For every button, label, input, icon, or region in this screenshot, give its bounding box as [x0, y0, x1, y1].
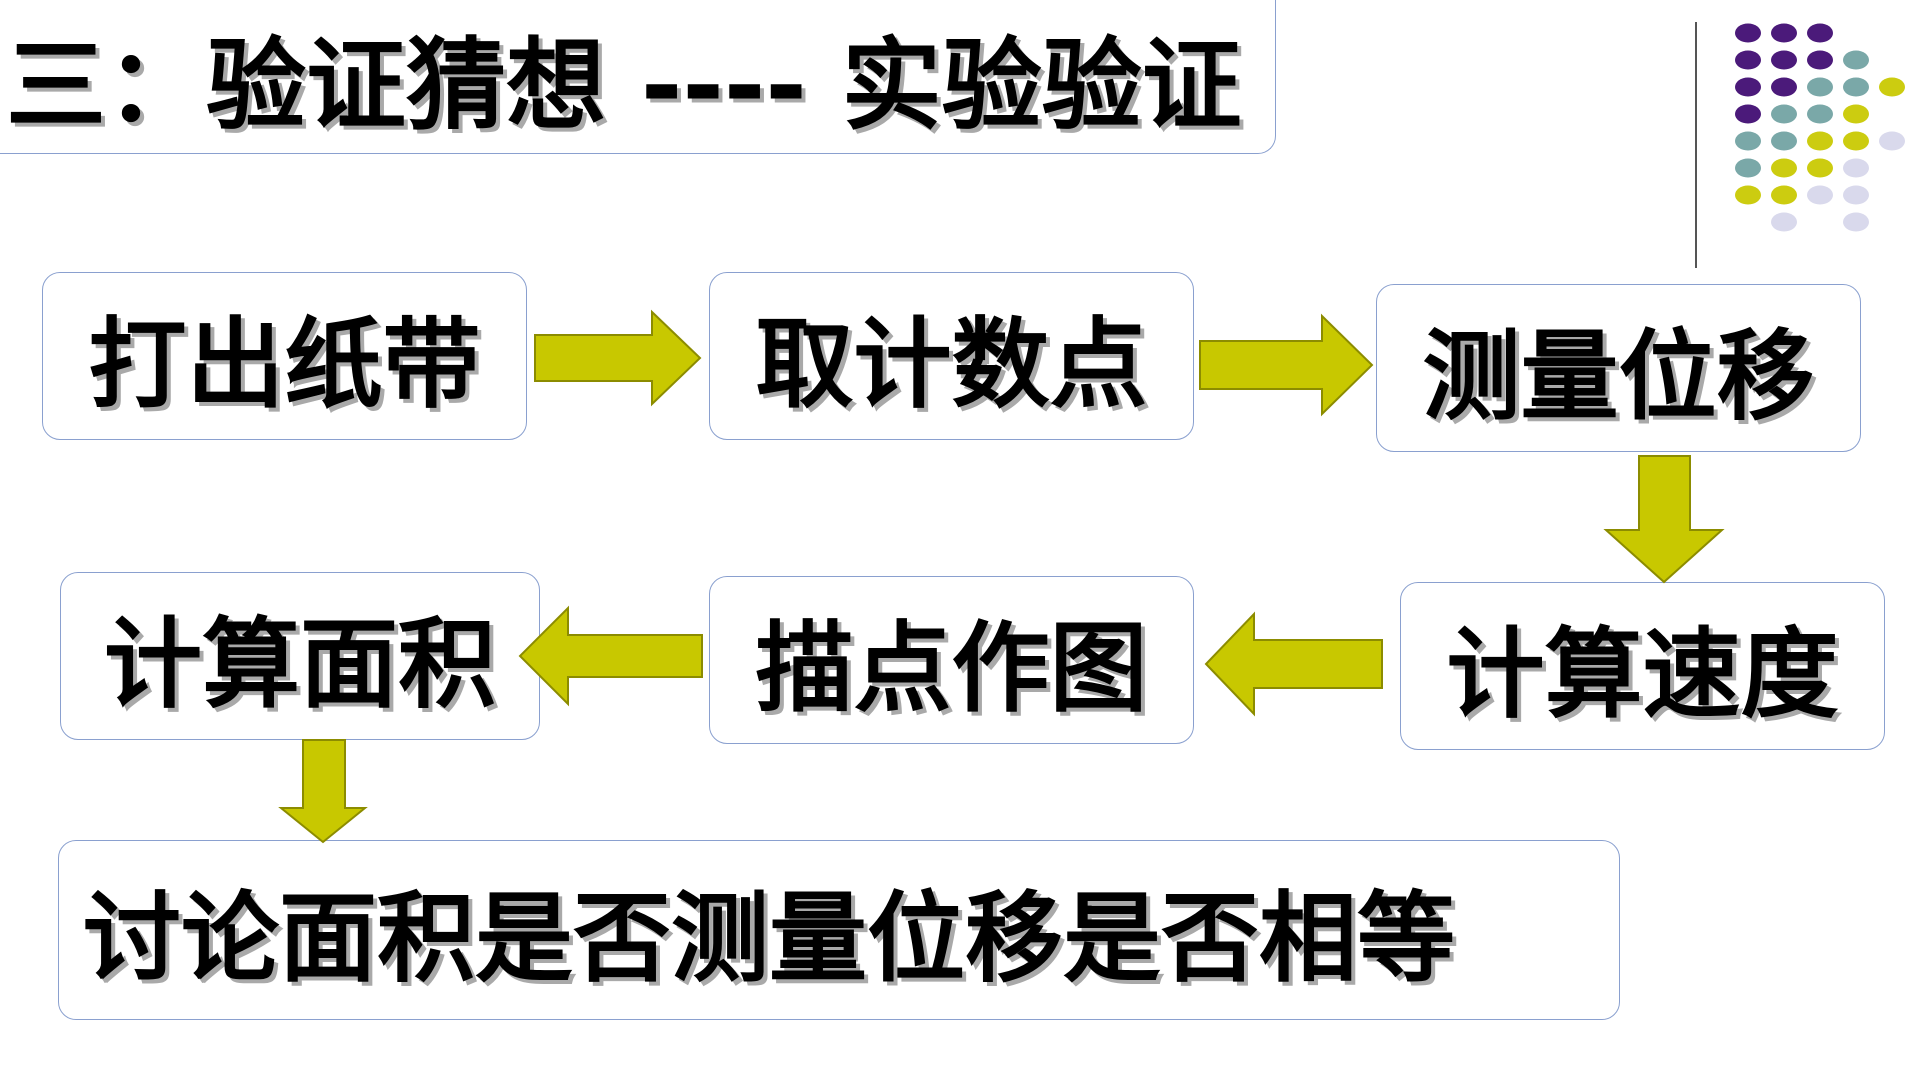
arrow-down-1-icon — [1603, 455, 1725, 584]
decorative-dot — [1879, 131, 1905, 151]
decorative-dot — [1735, 23, 1761, 43]
decorative-dot — [1843, 185, 1869, 205]
step-print-tape: 打出纸带 — [42, 272, 527, 440]
decorative-dot — [1843, 212, 1869, 232]
decorative-dot — [1735, 158, 1761, 178]
arrow-right-2-icon — [1199, 313, 1374, 417]
arrow-right-1-icon — [534, 309, 702, 407]
decorative-dot — [1843, 104, 1869, 124]
arrow-left-2-icon — [518, 605, 703, 707]
step-pick-count-points: 取计数点 — [709, 272, 1194, 440]
decorative-dot — [1771, 158, 1797, 178]
decorative-dot — [1807, 131, 1833, 151]
decorative-dot — [1771, 185, 1797, 205]
decorative-dot — [1807, 185, 1833, 205]
decorative-dot — [1771, 212, 1797, 232]
decorative-dot — [1771, 50, 1797, 70]
decorative-dot — [1807, 104, 1833, 124]
divider-line — [1695, 22, 1697, 268]
decorative-dot — [1807, 23, 1833, 43]
decorative-dot — [1771, 104, 1797, 124]
decorative-dot — [1807, 158, 1833, 178]
decorative-dot — [1771, 23, 1797, 43]
decorative-dot — [1771, 131, 1797, 151]
decorative-dot — [1735, 77, 1761, 97]
decorative-dot — [1807, 77, 1833, 97]
decorative-dot — [1879, 77, 1905, 97]
slide-title: 三：验证猜想 ---- 实验验证 — [0, 0, 1276, 154]
step-compute-velocity: 计算速度 — [1400, 582, 1885, 750]
arrow-down-2-icon — [278, 739, 368, 844]
decorative-dot — [1843, 50, 1869, 70]
step-plot-points: 描点作图 — [709, 576, 1194, 744]
decorative-dot — [1735, 104, 1761, 124]
step-compute-area: 计算面积 — [60, 572, 540, 740]
step-discuss-equality: 讨论面积是否测量位移是否相等 — [58, 840, 1620, 1020]
decorative-dot — [1807, 50, 1833, 70]
step-measure-displacement: 测量位移 — [1376, 284, 1861, 452]
decorative-dot — [1735, 185, 1761, 205]
decorative-dot — [1735, 50, 1761, 70]
decorative-dot — [1771, 77, 1797, 97]
decorative-dot — [1843, 77, 1869, 97]
arrow-left-1-icon — [1204, 611, 1383, 717]
decorative-dot — [1843, 131, 1869, 151]
decorative-dot — [1843, 158, 1869, 178]
decorative-dot — [1735, 131, 1761, 151]
